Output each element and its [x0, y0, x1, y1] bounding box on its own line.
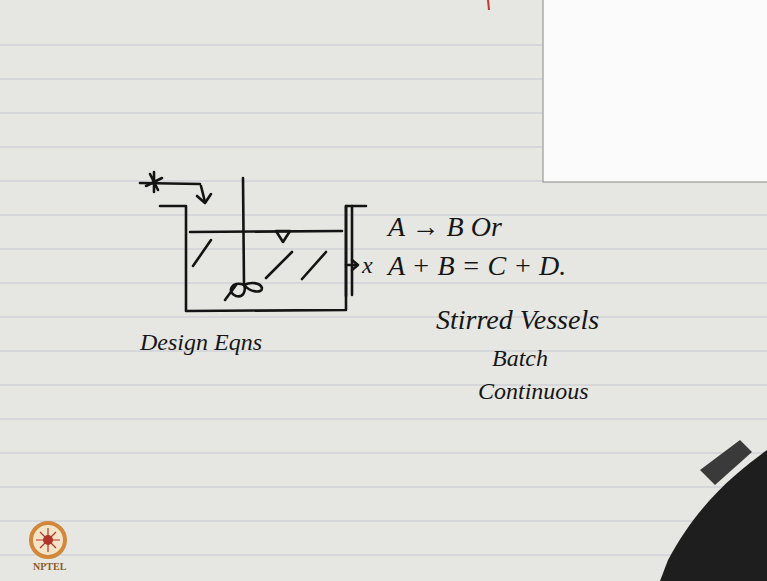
red-tick	[488, 0, 489, 10]
note-text: Design Eqns	[140, 329, 262, 355]
stream-symbol: x	[362, 252, 373, 278]
overlay-panel	[543, 0, 767, 182]
stirred-vessel	[140, 172, 366, 311]
reaction-text: A + B = C + D.	[388, 251, 566, 282]
pen	[700, 440, 752, 485]
logo-text: NPTEL	[33, 561, 66, 572]
note-text: Continuous	[478, 378, 589, 404]
reaction-text: A → B Or	[388, 212, 502, 243]
nptel-logo	[31, 523, 65, 557]
note-text: Batch	[492, 345, 548, 371]
heading-text: Stirred Vessels	[436, 305, 599, 336]
